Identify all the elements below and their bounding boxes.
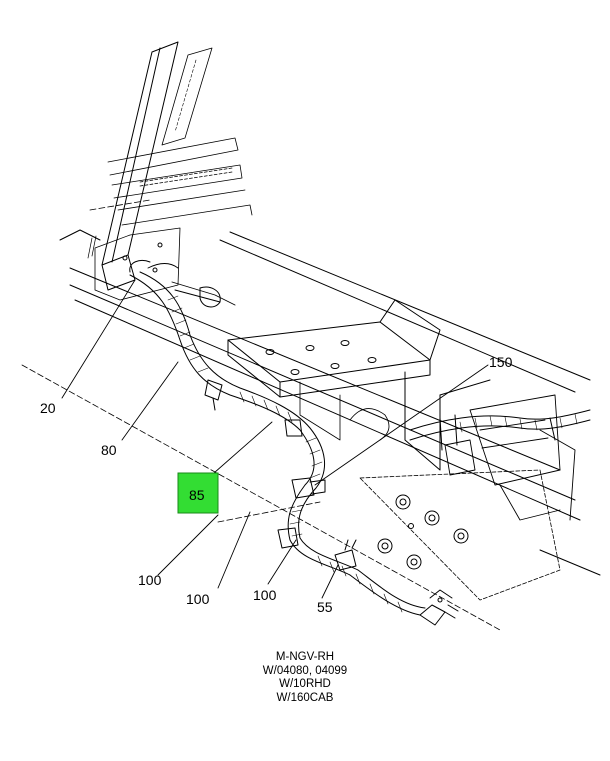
callout-150[interactable]: 150 — [489, 354, 513, 370]
wire-harness — [129, 263, 591, 626]
reference-dashes — [21, 199, 501, 631]
callout-55[interactable]: 55 — [317, 599, 333, 615]
callout-100-middle[interactable]: 100 — [186, 591, 210, 607]
crossmember — [227, 299, 491, 471]
callout-85-hotspot[interactable]: 85 — [177, 472, 219, 514]
harness-wrap — [167, 295, 578, 613]
callout-80[interactable]: 80 — [101, 442, 117, 458]
caption-cab: W/160CAB — [276, 691, 334, 704]
cab-bracket — [87, 41, 213, 301]
diagram-caption: M-NGV-RH W/04080, 04099 W/10RHD W/160CAB — [205, 651, 405, 705]
right-frame-brackets — [444, 394, 576, 521]
leader-lines — [61, 279, 489, 599]
harness-clips — [129, 259, 357, 571]
caption-options: W/04080, 04099 — [262, 664, 348, 677]
callout-85-highlight — [177, 472, 219, 514]
mounting-plate — [359, 469, 561, 603]
callout-100-left[interactable]: 100 — [138, 572, 162, 588]
caption-drive: W/10RHD — [279, 678, 331, 690]
callout-100-right[interactable]: 100 — [253, 587, 277, 603]
cab-floor-ribs — [107, 137, 253, 226]
frame-rail — [59, 229, 601, 576]
callout-85[interactable]: 85 — [189, 487, 205, 503]
callout-20[interactable]: 20 — [40, 400, 56, 416]
caption-model: M-NGV-RH — [275, 651, 335, 663]
